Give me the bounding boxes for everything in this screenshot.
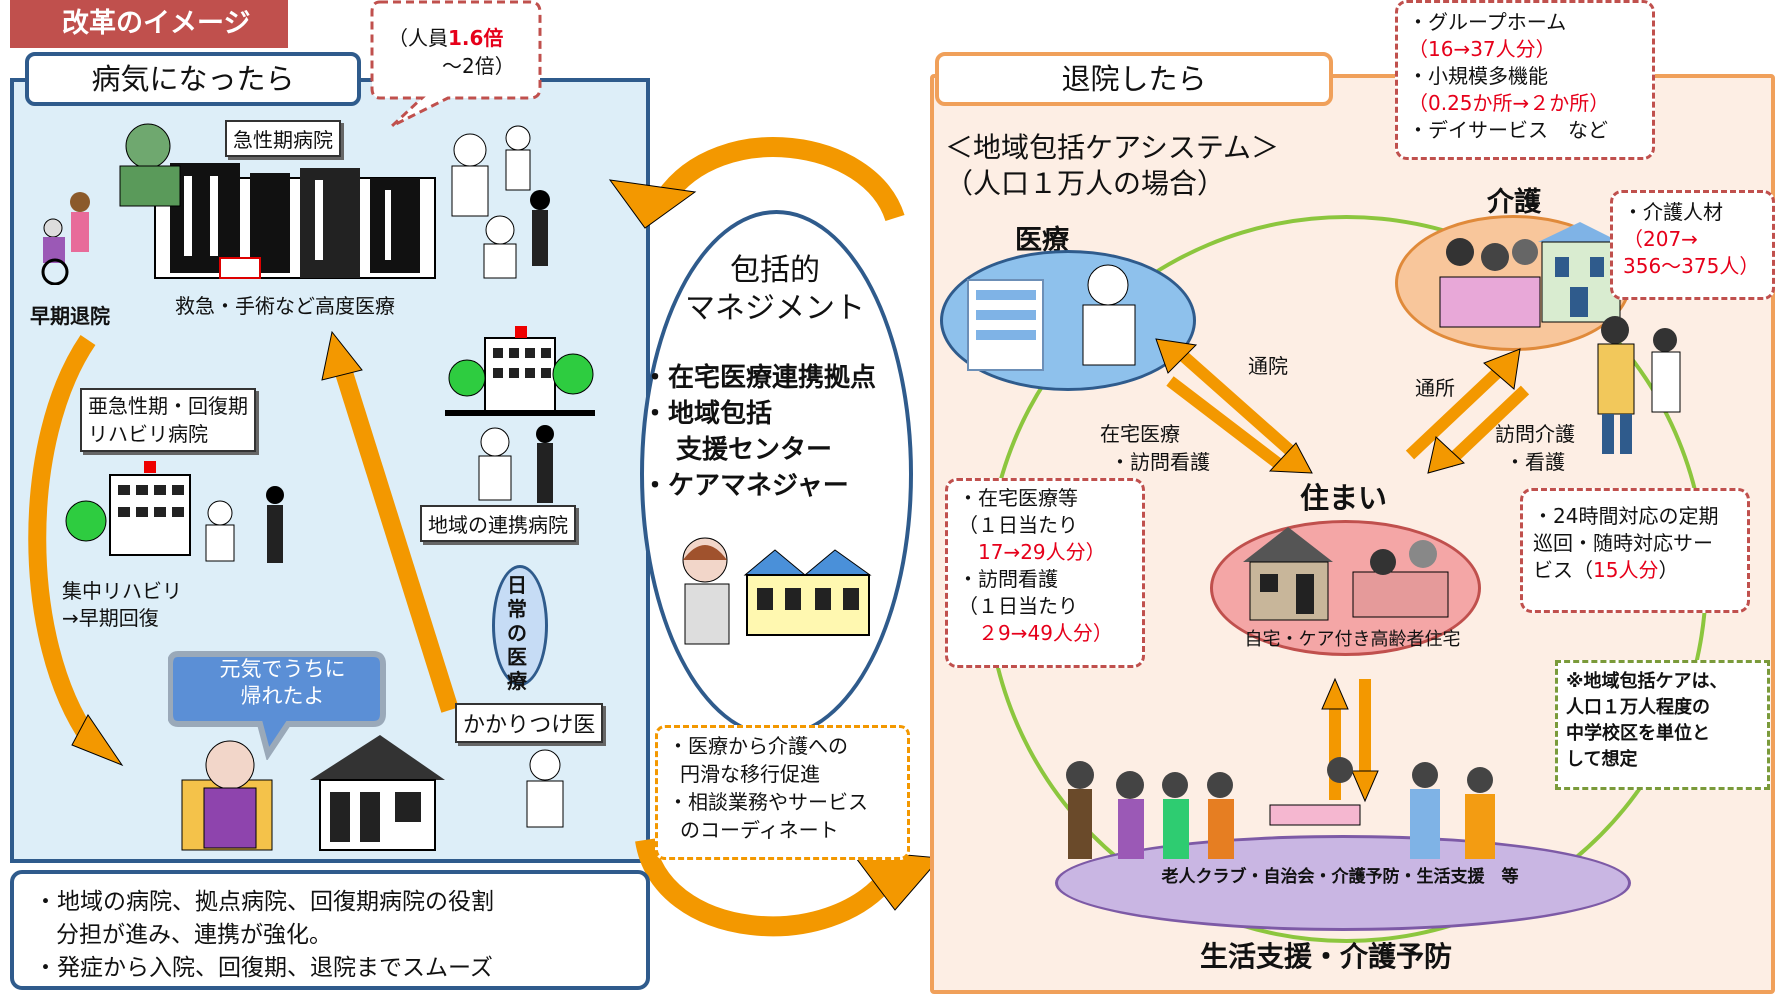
club-label: 老人クラブ・自治会・介護予防・生活支援 等 xyxy=(1161,867,1519,887)
acute-hospital-illustration xyxy=(119,123,436,279)
family-doctor-label: かかりつけ医 xyxy=(455,703,604,743)
patient-speech-bubble xyxy=(168,651,386,760)
regional-doctors-illustration xyxy=(478,425,554,503)
home-label: 住まい xyxy=(1300,481,1388,515)
management-items: ・在宅医療連携拠点 ・地域包括 支援センター ・ケアマネジャー xyxy=(642,363,877,501)
early-discharge-label: 早期退院 xyxy=(30,304,110,328)
home-medical-label: 在宅医療・訪問看護 xyxy=(1100,422,1210,474)
care-facility-illustration xyxy=(1439,222,1621,328)
intensive-rehab-label: 集中リハビリ→早期回復 xyxy=(62,579,182,630)
care-services-box: ・グループホーム （16→37人分） ・小規模多機能 （0.25か所→２か所） … xyxy=(1395,0,1655,160)
community-people-illustration xyxy=(1066,757,1495,859)
referral-arrow xyxy=(321,330,459,713)
care-manager-illustration xyxy=(682,537,872,645)
footnote-box: ※地域包括ケアは、 人口１万人程度の 中学校区を単位と して想定 xyxy=(1555,660,1770,790)
transition-note: ・医療から介護への 円滑な移行促進 ・相談業務やサービス のコーディネート xyxy=(655,725,910,860)
home-caption: 自宅・ケア付き高齢者住宅 xyxy=(1244,629,1461,650)
medical-home-arrows xyxy=(1155,338,1313,474)
management-title: 包括的マネジメント xyxy=(685,253,865,326)
home-support-arrows xyxy=(1321,677,1379,803)
regional-hospital-label: 地域の連携病院 xyxy=(420,505,576,542)
doctors-illustration xyxy=(451,125,550,279)
care-home-arrows xyxy=(1405,348,1530,474)
periodic-visit-box: ・24時間対応の定期 巡回・随時対応サー ビス（15人分） xyxy=(1520,488,1750,613)
admission-arrow xyxy=(608,137,905,229)
care-workers-illustration xyxy=(1597,316,1681,454)
staff-bubble xyxy=(370,0,542,128)
home-medical-box: ・在宅医療等 （１日当たり 17→29人分） ・訪問看護 （１日当たり ２9→4… xyxy=(945,478,1145,668)
club-ellipse xyxy=(1055,835,1631,931)
support-label: 生活支援・介護予防 xyxy=(1200,940,1453,973)
community-panel-title: 退院したら xyxy=(935,52,1333,106)
care-label: 介護 xyxy=(1487,187,1541,218)
regional-hospital-illustration xyxy=(445,326,595,416)
acute-hospital-label: 急性期病院 xyxy=(225,120,341,157)
hospital-panel-title: 病気になったら xyxy=(25,52,361,106)
visit-facility-label: 通所 xyxy=(1415,376,1455,400)
patient-home-illustration xyxy=(181,735,445,851)
patient-speech-text: 元気でうちに帰れたよ xyxy=(219,657,346,708)
subacute-hospital-label: 亜急性期・回復期リハビリ病院 xyxy=(80,388,256,452)
discharge-arrow xyxy=(28,334,124,767)
daily-care-ellipse xyxy=(492,565,548,686)
clinic-illustration xyxy=(967,264,1136,371)
emergency-label: 救急・手術など高度医療 xyxy=(175,294,395,318)
staff-bubble-line2: ～2倍） xyxy=(442,54,515,78)
visit-care-label: 訪問介護・看護 xyxy=(1495,422,1575,474)
staff-bubble-line1: （人員1.6倍 xyxy=(388,26,504,50)
care-staff-box: ・介護人材 （207→ 356～375人） xyxy=(1610,190,1775,300)
rehab-hospital-illustration xyxy=(65,461,284,563)
daily-care-label: 日常の医療 xyxy=(507,573,527,693)
family-doctor-illustration xyxy=(526,749,564,828)
home-illustration xyxy=(1243,527,1449,621)
wheelchair-illustration xyxy=(41,192,90,285)
management-ellipse xyxy=(640,210,913,738)
page-title: 改革のイメージ xyxy=(10,0,289,48)
summary-box: ・地域の病院、拠点病院、回復期病院の役割 分担が進み、連携が強化。 ・発症から入… xyxy=(10,870,650,990)
system-caption: ＜地域包括ケアシステム＞（人口１万人の場合） xyxy=(945,131,1280,200)
visit-hospital-label: 通院 xyxy=(1248,354,1288,378)
